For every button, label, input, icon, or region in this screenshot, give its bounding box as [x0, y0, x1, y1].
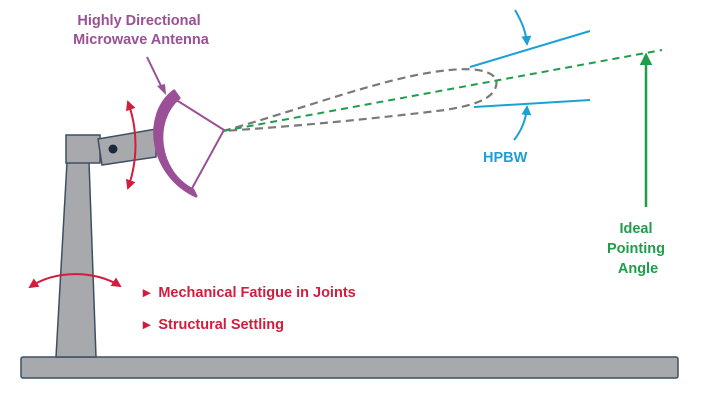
issue-list: ▸ Mechanical Fatigue in Joints ▸ Structu… [142, 285, 356, 333]
hpbw-lower-line [473, 99, 591, 108]
pivot-pin [108, 144, 118, 154]
hpbw-label: HPBW [483, 150, 528, 166]
ideal-label-line-2: Pointing [607, 241, 665, 257]
antenna-label-line-2: Microwave Antenna [73, 32, 210, 48]
issue-text: Structural Settling [158, 317, 284, 333]
ideal-pointing-line [222, 49, 663, 132]
antenna-label-pointer-head [157, 84, 166, 95]
base-plate [20, 356, 679, 379]
issue-bullet: ▸ [142, 317, 152, 333]
antenna-label-line-1: Highly Directional [77, 13, 200, 29]
hpbw-upper-line [469, 30, 591, 68]
ideal-pointing-label: Ideal Pointing Angle [607, 221, 669, 277]
ideal-label-line-3: Angle [618, 261, 658, 277]
rotation-motion-arrow [28, 273, 122, 289]
issue-text: Mechanical Fatigue in Joints [158, 285, 355, 301]
tilt-motion-arrow [125, 100, 137, 190]
support-mast [55, 161, 97, 358]
hpbw-lower-arrow [513, 105, 532, 141]
antenna-label-pointer [146, 56, 164, 91]
antenna-dish [153, 89, 198, 198]
issue-item: ▸ Mechanical Fatigue in Joints [142, 285, 356, 301]
hpbw-upper-arrow [514, 9, 532, 46]
mast-head [65, 134, 101, 164]
ideal-label-line-1: Ideal [619, 221, 652, 237]
antenna-label: Highly Directional Microwave Antenna [73, 13, 210, 48]
tilt-arm [97, 128, 157, 166]
issue-bullet: ▸ [142, 285, 152, 301]
beam-envelope [222, 68, 498, 133]
issue-item: ▸ Structural Settling [142, 317, 284, 333]
antenna-feed [169, 95, 226, 193]
